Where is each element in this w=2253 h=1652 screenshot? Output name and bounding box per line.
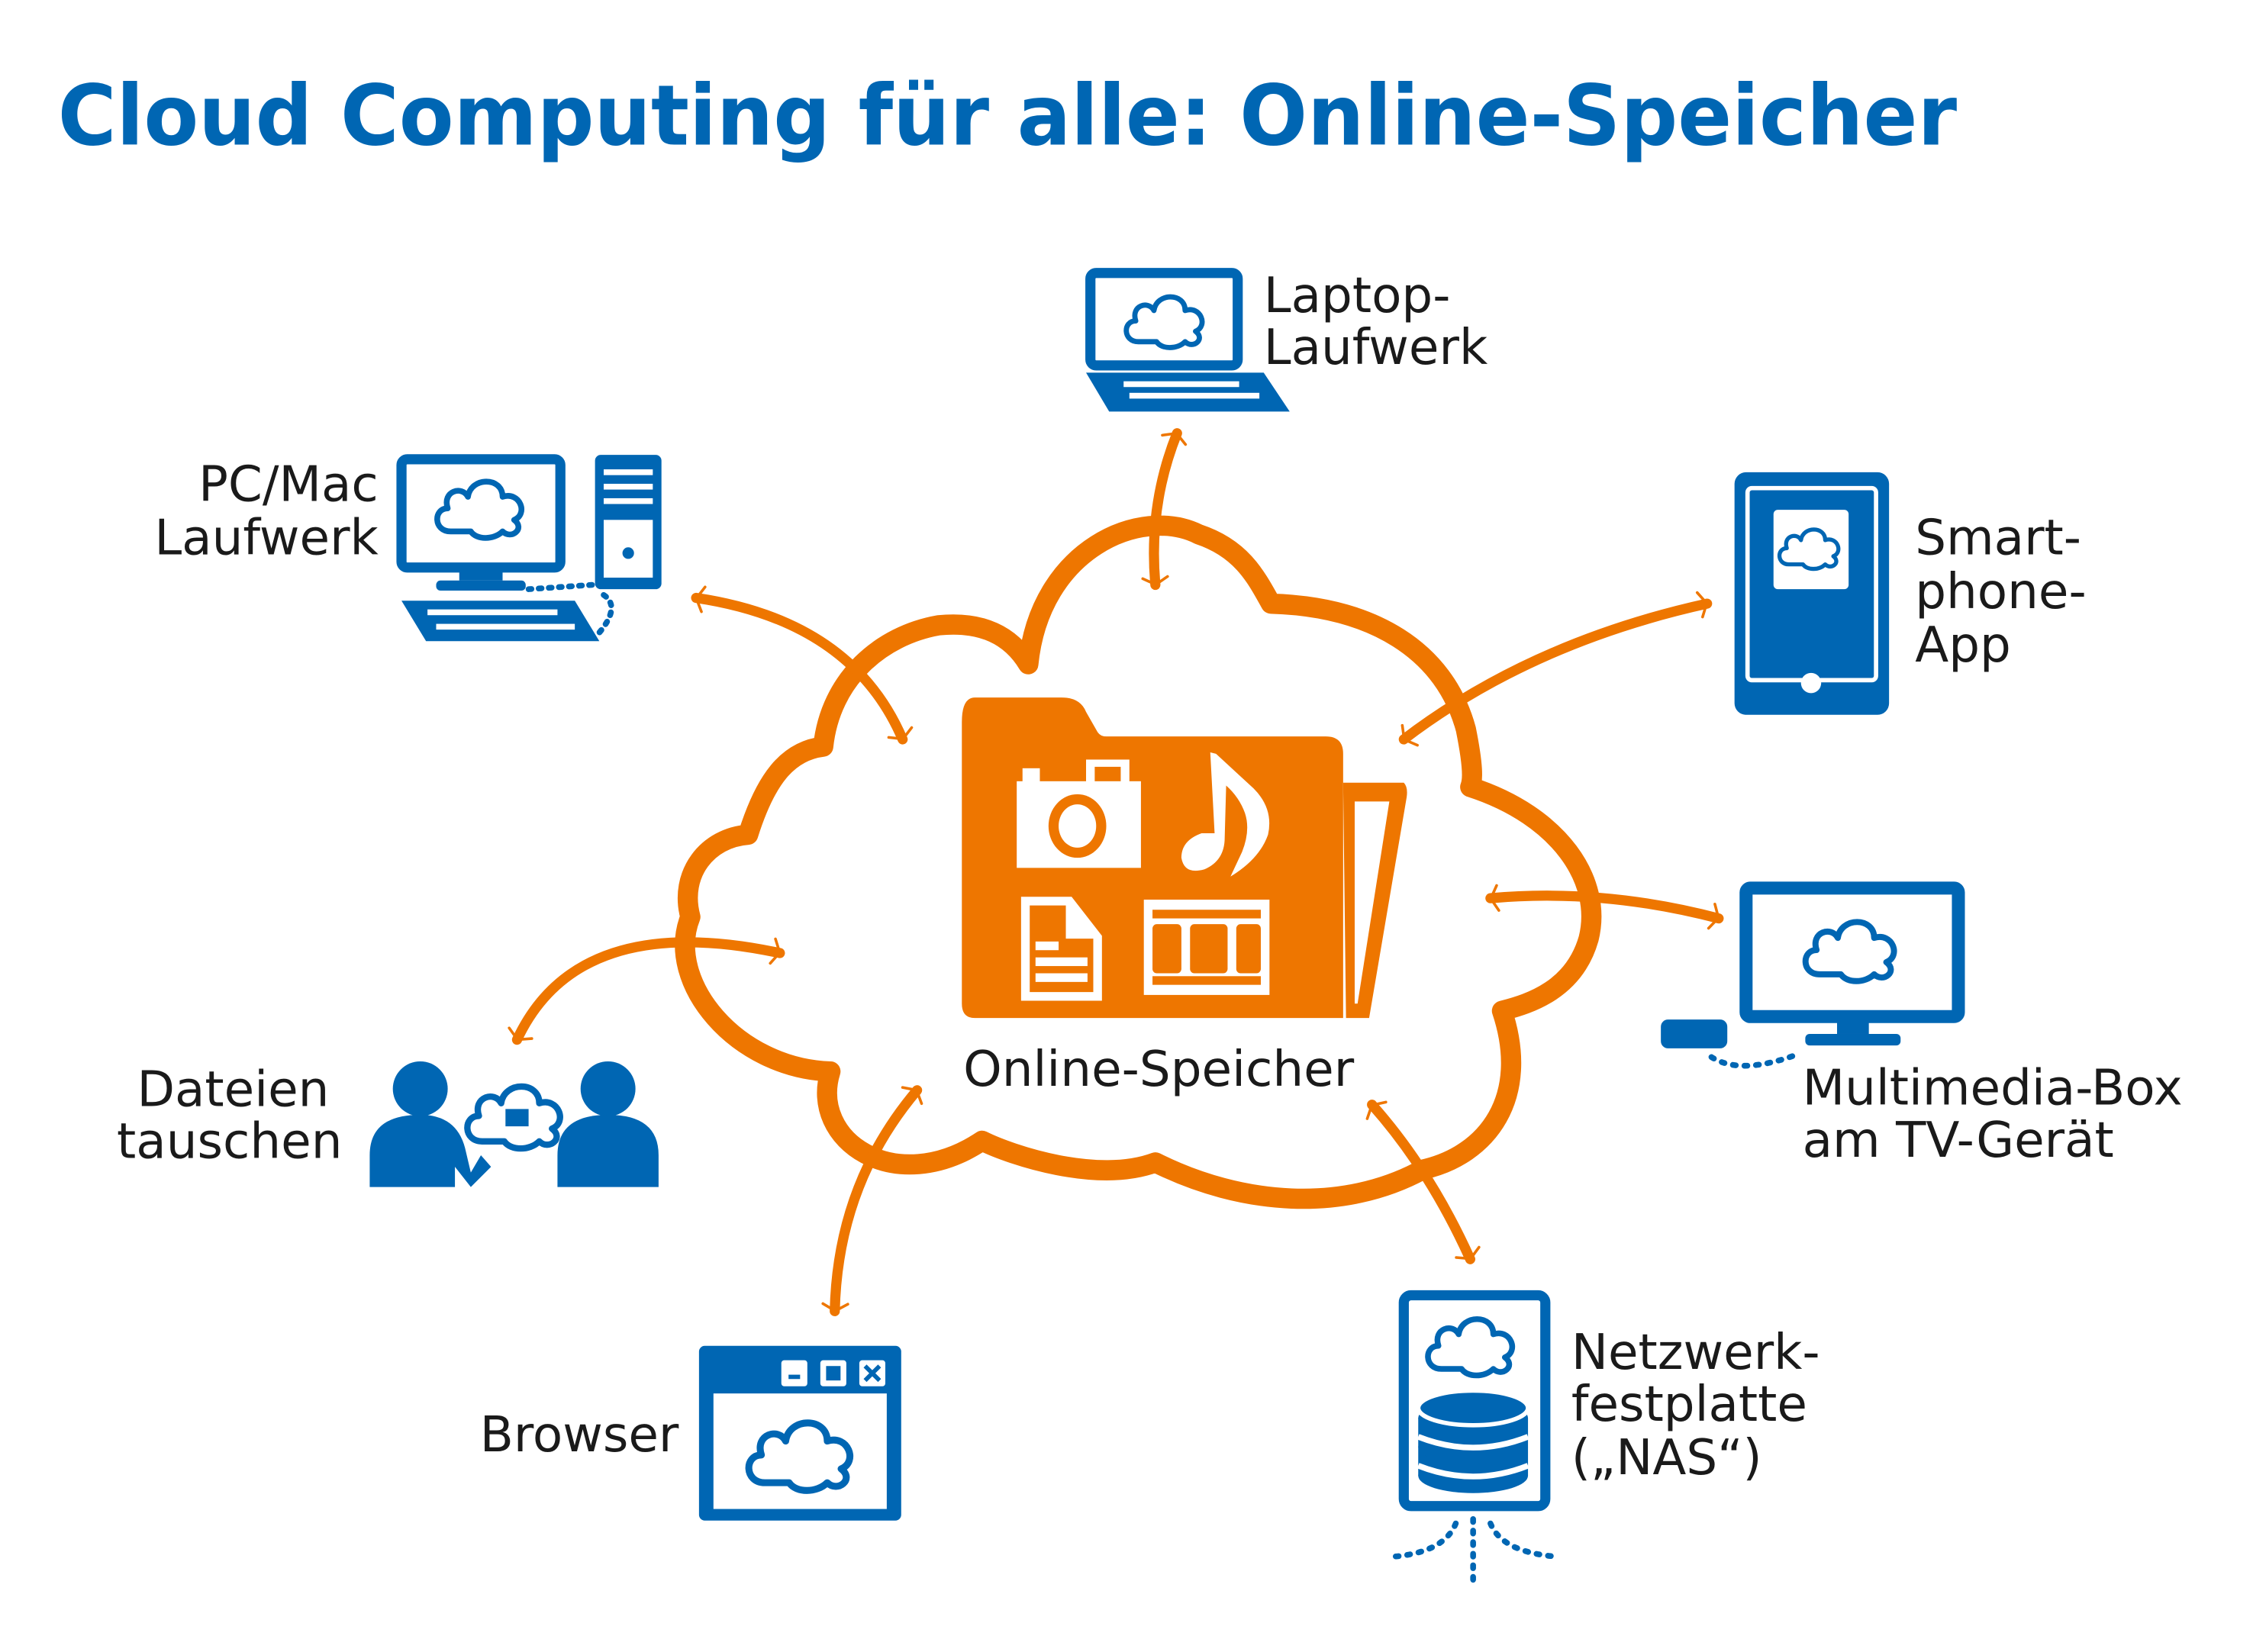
arrows [508, 428, 1724, 1316]
file-sharing-people-icon [369, 1061, 659, 1187]
arrow-share [508, 937, 785, 1045]
pc-label-2: Laufwerk [154, 510, 379, 567]
page-title: Cloud Computing für alle: Online-Speiche… [58, 66, 1957, 164]
share-label-2: tauschen [117, 1113, 342, 1171]
laptop-icon [1085, 268, 1290, 412]
arrow-laptop [1141, 428, 1188, 591]
film-icon [1143, 900, 1270, 995]
tv-label-2: am TV-Gerät [1803, 1112, 2114, 1169]
camera-icon [1017, 759, 1141, 868]
smartphone-label-1: Smart- [1915, 510, 2081, 567]
arrow-pc [691, 585, 914, 745]
center-label: Online-Speicher [963, 1041, 1355, 1098]
arrow-nas [1365, 1100, 1481, 1264]
music-note-icon [1181, 752, 1270, 877]
pc-icon [396, 454, 662, 642]
document-icon [1020, 897, 1102, 1001]
nas-label-3: („NAS“) [1571, 1429, 1762, 1486]
pc-label-1: PC/Mac [198, 456, 379, 514]
folder-icon [962, 697, 1407, 1019]
tv-icon [1661, 881, 1965, 1069]
nas-icon [1391, 1290, 1560, 1592]
cloud-outline [675, 515, 1602, 1209]
nas-label-1: Netzwerk- [1571, 1324, 1820, 1381]
arrow-tv [1485, 884, 1724, 930]
share-label-1: Dateien [137, 1061, 329, 1119]
arrow-phone [1398, 591, 1713, 747]
tv-label-1: Multimedia-Box [1803, 1060, 2183, 1117]
nas-label-2: festplatte [1571, 1376, 1807, 1433]
browser-label: Browser [480, 1406, 679, 1464]
laptop-label-1: Laptop- [1264, 267, 1451, 324]
smartphone-icon [1734, 472, 1890, 715]
smartphone-label-3: App [1915, 617, 2011, 674]
laptop-label-2: Laufwerk [1264, 319, 1488, 376]
smartphone-label-2: phone- [1915, 563, 2087, 620]
arrow-browser [821, 1085, 923, 1316]
browser-icon [698, 1345, 901, 1521]
